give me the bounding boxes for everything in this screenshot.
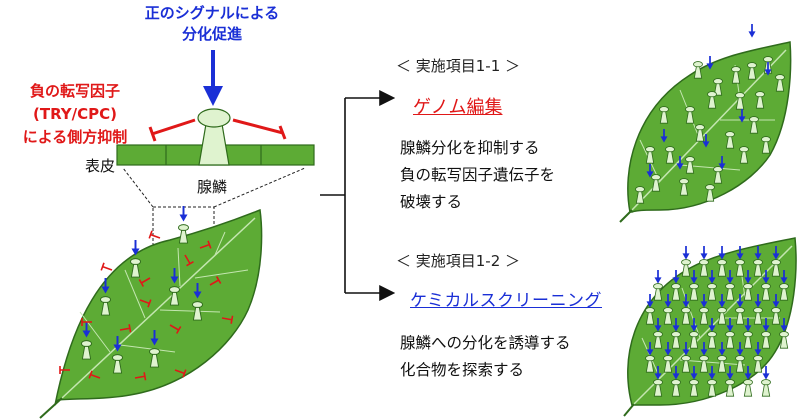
glandular-trichome xyxy=(743,379,753,397)
positive-signal-line1: 正のシグナルによる xyxy=(144,4,280,22)
inhibition-mark xyxy=(169,324,182,334)
item1-desc-line: 腺鱗分化を抑制する xyxy=(400,139,540,157)
glandular-trichome xyxy=(761,379,771,397)
glandular-trichome-label: 腺鱗 xyxy=(197,178,228,196)
lateral-inhibition-marks xyxy=(148,118,287,142)
item1-desc-line: 破壊する xyxy=(400,193,463,211)
signal-arrow xyxy=(762,366,770,380)
inhibition-mark xyxy=(209,276,222,286)
branch-arrows xyxy=(320,90,396,301)
item2-desc-line: 化合物を探索する xyxy=(400,361,525,379)
inhibition-mark xyxy=(148,230,161,239)
item1-desc-line: 負の転写因子遺伝子を xyxy=(400,166,556,184)
negative-factor-line1: 負の転写因子 xyxy=(29,82,120,100)
inhibition-mark xyxy=(221,315,234,324)
item1-description: 腺鱗分化を抑制する 負の転写因子遺伝子を 破壊する xyxy=(400,135,555,216)
inhibition-mark xyxy=(134,372,147,381)
inhibition-mark xyxy=(88,370,101,379)
inhibition-mark xyxy=(100,262,113,271)
inhibition-mark xyxy=(119,324,132,333)
signal-arrow xyxy=(179,206,188,222)
signal-arrow xyxy=(700,246,708,260)
negative-factor-line2: (TRY/CPC) xyxy=(32,105,118,123)
inhibition-mark xyxy=(139,299,152,308)
inhibition-mark xyxy=(174,369,187,378)
negative-factor-line3: による側方抑制 xyxy=(22,128,128,146)
inhibition-mark xyxy=(184,254,194,267)
signal-arrow xyxy=(654,270,662,284)
item2-desc-line: 腺鱗への分化を誘導する xyxy=(400,334,571,352)
glandular-trichome-stalk xyxy=(198,123,230,166)
positive-signal-line2: 分化促進 xyxy=(181,25,242,43)
leaf-main xyxy=(39,208,263,419)
positive-signal-arrow xyxy=(203,50,223,106)
positive-signal-label: 正のシグナルによる 分化促進 xyxy=(138,3,286,45)
epidermis-section xyxy=(116,108,315,166)
item1-title: ゲノム編集 xyxy=(413,97,503,118)
item1-header: ＜ 実施項目1-1 ＞ xyxy=(396,57,521,75)
negative-factor-label: 負の転写因子 (TRY/CPC) による側方抑制 xyxy=(0,80,150,149)
epidermis-label: 表皮 xyxy=(85,157,116,175)
signal-arrow xyxy=(748,24,756,38)
inhibition-mark xyxy=(138,277,151,287)
signal-arrow xyxy=(682,246,690,260)
glandular-trichome-head xyxy=(197,108,231,128)
inhibition-mark xyxy=(81,318,92,326)
item2-description: 腺鱗への分化を誘導する 化合物を探索する xyxy=(400,330,571,384)
trichomes-main-leaf xyxy=(59,206,234,381)
inhibition-mark xyxy=(199,240,212,249)
glandular-trichome xyxy=(178,224,189,244)
item2-title: ケミカルスクリーニング xyxy=(410,291,602,311)
inhibition-mark xyxy=(59,366,70,374)
item2-header: ＜ 実施項目1-2 ＞ xyxy=(396,252,521,270)
